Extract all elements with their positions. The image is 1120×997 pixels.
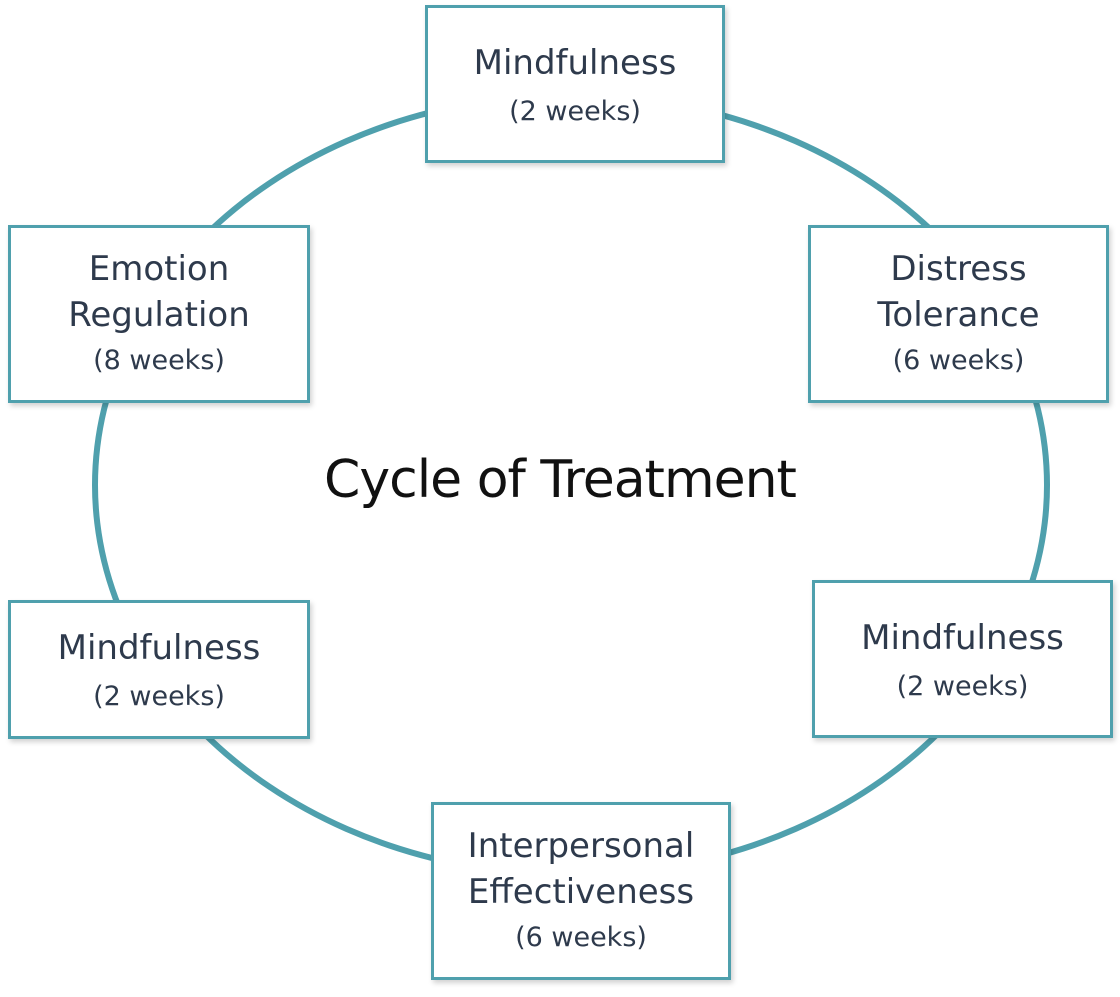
module-box-interpersonal-effectiveness: Interpersonal Effectiveness (6 weeks) (431, 802, 731, 980)
module-box-mindfulness-top: Mindfulness (2 weeks) (425, 5, 725, 163)
module-box-mindfulness-right: Mindfulness (2 weeks) (812, 580, 1113, 738)
module-name: Mindfulness (473, 42, 677, 83)
module-box-distress-tolerance: Distress Tolerance (6 weeks) (808, 225, 1109, 403)
module-box-mindfulness-left: Mindfulness (2 weeks) (8, 600, 310, 739)
module-duration: (8 weeks) (93, 344, 225, 376)
module-duration: (2 weeks) (93, 681, 225, 713)
module-duration: (6 weeks) (515, 921, 647, 953)
module-name: Mindfulness (861, 617, 1064, 658)
module-duration: (2 weeks) (509, 95, 641, 127)
module-duration: (6 weeks) (892, 344, 1025, 376)
module-name: Mindfulness (57, 628, 261, 669)
module-duration: (2 weeks) (896, 670, 1029, 702)
diagram-title: Cycle of Treatment (324, 450, 797, 510)
module-box-emotion-regulation: Emotion Regulation (8 weeks) (8, 225, 310, 403)
module-name: Emotion Regulation (68, 248, 250, 335)
module-name: Interpersonal Effectiveness (467, 825, 695, 912)
module-name: Distress Tolerance (877, 248, 1040, 335)
